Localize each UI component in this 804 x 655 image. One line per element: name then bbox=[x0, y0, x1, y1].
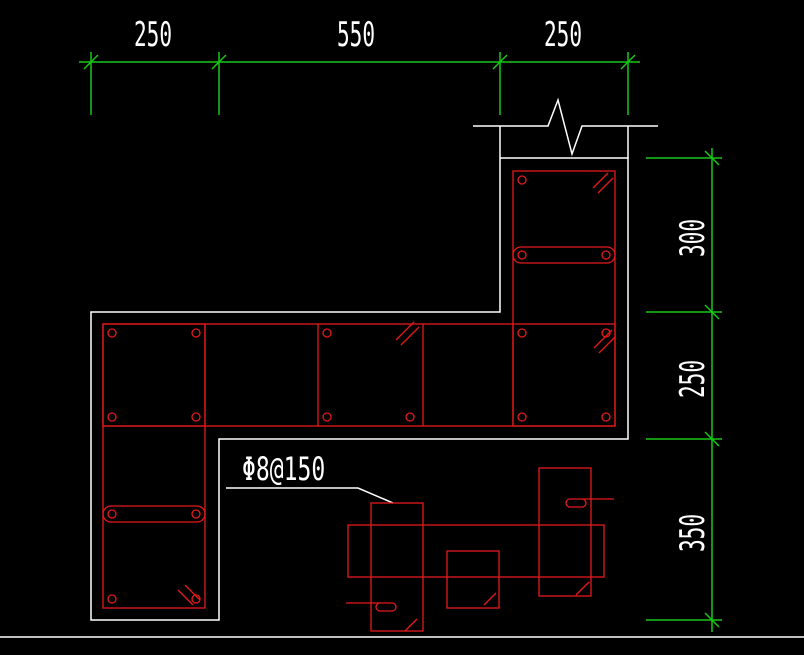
right-tick-3 bbox=[704, 431, 720, 447]
hook bbox=[184, 584, 201, 601]
right-dim-label-1: 300 bbox=[673, 219, 713, 257]
cross-tie-left bbox=[102, 505, 206, 523]
stirrup-right-column bbox=[512, 170, 616, 427]
top-dimension bbox=[79, 52, 640, 115]
top-dim-label-1: 250 bbox=[134, 15, 172, 55]
bar bbox=[191, 412, 201, 422]
detail-hook bbox=[483, 592, 497, 606]
hook bbox=[592, 172, 609, 189]
bar bbox=[191, 594, 201, 604]
bar bbox=[517, 328, 527, 338]
bar bbox=[601, 412, 611, 422]
detail-right-stirrup bbox=[538, 467, 592, 597]
hooks bbox=[177, 172, 616, 606]
hook bbox=[593, 329, 613, 349]
break-line bbox=[473, 97, 658, 157]
right-dimension bbox=[646, 148, 722, 632]
bar bbox=[517, 250, 527, 260]
rebar-cage bbox=[102, 170, 616, 632]
stirrup-details bbox=[346, 467, 614, 632]
detail-hook bbox=[575, 581, 590, 596]
hook bbox=[597, 177, 614, 194]
top-tick-2 bbox=[211, 54, 227, 70]
top-tick-3 bbox=[492, 54, 508, 70]
stirrup-left-column bbox=[102, 323, 206, 609]
bar bbox=[405, 412, 415, 422]
label-leader bbox=[226, 487, 394, 504]
right-dim-label-2: 250 bbox=[673, 360, 713, 398]
concrete-outline bbox=[0, 97, 804, 638]
stirrup-label: Φ8@150 bbox=[242, 450, 325, 488]
bar bbox=[191, 328, 201, 338]
bar bbox=[517, 412, 527, 422]
detail-small-stirrup bbox=[446, 550, 500, 609]
right-tick-2 bbox=[704, 304, 720, 320]
right-tick-1 bbox=[704, 150, 720, 166]
right-tick-4 bbox=[704, 612, 720, 628]
bar bbox=[517, 175, 527, 185]
hook bbox=[177, 589, 194, 606]
bar bbox=[107, 328, 117, 338]
longitudinal-bars bbox=[107, 175, 611, 604]
bar bbox=[191, 509, 201, 519]
stirrup-horizontal bbox=[102, 323, 616, 427]
section-outline bbox=[90, 157, 629, 621]
bar bbox=[322, 328, 332, 338]
detail-hook bbox=[404, 618, 418, 632]
bar bbox=[601, 250, 611, 260]
bar bbox=[107, 509, 117, 519]
bar bbox=[322, 412, 332, 422]
detail-wide-stirrup bbox=[347, 524, 605, 578]
bar bbox=[601, 328, 611, 338]
hook bbox=[400, 326, 420, 346]
top-dim-label-2: 550 bbox=[337, 15, 375, 55]
hook bbox=[598, 336, 616, 354]
right-dimension-labels: 300 250 350 bbox=[673, 219, 713, 552]
top-tick-4 bbox=[620, 54, 636, 70]
hook bbox=[395, 321, 415, 341]
right-dim-label-3: 350 bbox=[673, 514, 713, 552]
detail-hook bbox=[565, 498, 614, 508]
bar bbox=[107, 412, 117, 422]
bar bbox=[107, 594, 117, 604]
top-dimension-labels: 250 550 250 bbox=[134, 15, 582, 55]
cross-tie-right bbox=[512, 246, 616, 264]
detail-hook bbox=[346, 602, 397, 612]
top-tick-1 bbox=[83, 54, 99, 70]
detail-tall-stirrup bbox=[370, 502, 424, 632]
top-dim-label-3: 250 bbox=[544, 15, 582, 55]
